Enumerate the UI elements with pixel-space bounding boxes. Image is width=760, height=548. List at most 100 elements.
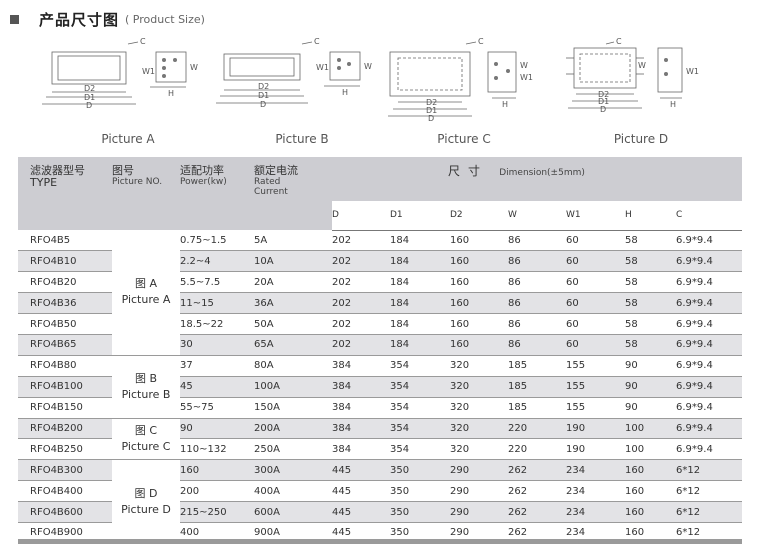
svg-text:W1: W1 bbox=[686, 67, 699, 76]
cell-model: RFO4B80 bbox=[18, 355, 112, 377]
cell-dimension: 6.9*9.4 bbox=[676, 355, 742, 377]
cell-dimension: 86 bbox=[508, 292, 566, 315]
cell-model: RFO4B600 bbox=[18, 501, 112, 523]
cell-dimension: 184 bbox=[390, 250, 450, 273]
cell-dimension: 6.9*9.4 bbox=[676, 292, 742, 315]
svg-text:W: W bbox=[364, 62, 372, 71]
cell-power: 18.5~22 bbox=[180, 313, 254, 335]
cell-dimension: 86 bbox=[508, 334, 566, 356]
cell-dimension: 184 bbox=[390, 271, 450, 294]
header-dimension: 尺寸 Dimension(±5mm) bbox=[448, 164, 585, 178]
cell-current: 150A bbox=[254, 397, 332, 419]
cell-dimension: 6.9*9.4 bbox=[676, 376, 742, 398]
col-d2: D2 bbox=[450, 201, 508, 231]
cell-power: 30 bbox=[180, 334, 254, 356]
cell-dimension: 202 bbox=[332, 292, 390, 315]
header-current: 额定电流 Rated Current bbox=[254, 164, 298, 198]
svg-text:D2: D2 bbox=[598, 90, 609, 99]
cell-dimension: 155 bbox=[566, 397, 625, 419]
svg-text:W: W bbox=[190, 63, 198, 72]
col-w1: W1 bbox=[566, 201, 625, 231]
cell-dimension: 202 bbox=[332, 313, 390, 335]
cell-dimension: 160 bbox=[450, 230, 508, 252]
cell-dimension: 86 bbox=[508, 250, 566, 273]
header-picture-no: 图号 Picture NO. bbox=[112, 164, 163, 188]
cell-dimension: 86 bbox=[508, 313, 566, 335]
cell-dimension: 6.9*9.4 bbox=[676, 230, 742, 252]
cell-power: 5.5~7.5 bbox=[180, 271, 254, 294]
cell-dimension: 160 bbox=[625, 459, 676, 482]
cell-dimension: 100 bbox=[625, 438, 676, 461]
cell-dimension: 58 bbox=[625, 230, 676, 252]
cell-dimension: 160 bbox=[450, 271, 508, 294]
svg-text:D2: D2 bbox=[84, 84, 95, 93]
cell-current: 300A bbox=[254, 459, 332, 482]
svg-text:C: C bbox=[478, 37, 484, 46]
cell-dimension: 354 bbox=[390, 397, 450, 419]
cell-current: 200A bbox=[254, 418, 332, 440]
cell-dimension: 86 bbox=[508, 230, 566, 252]
cell-current: 80A bbox=[254, 355, 332, 377]
cell-dimension: 90 bbox=[625, 376, 676, 398]
svg-text:W1: W1 bbox=[142, 67, 155, 76]
picture-a-label: Picture A bbox=[101, 132, 155, 146]
cell-dimension: 234 bbox=[566, 459, 625, 482]
cell-dimension: 290 bbox=[450, 501, 508, 523]
cell-dimension: 6.9*9.4 bbox=[676, 271, 742, 294]
cell-dimension: 445 bbox=[332, 459, 390, 482]
cell-power: 55~75 bbox=[180, 397, 254, 419]
picture-group-en: Picture A bbox=[121, 293, 171, 307]
cell-current: 20A bbox=[254, 271, 332, 294]
picture-b-label: Picture B bbox=[275, 132, 329, 146]
cell-dimension: 60 bbox=[566, 271, 625, 294]
cell-dimension: 160 bbox=[450, 334, 508, 356]
cell-dimension: 90 bbox=[625, 397, 676, 419]
cell-dimension: 6.9*9.4 bbox=[676, 334, 742, 356]
cell-model: RFO4B200 bbox=[18, 418, 112, 440]
drawing-picture-c: C W W1 H D2 D1 D bbox=[384, 34, 534, 124]
table-header-row: 滤波器型号 TYPE 图号 Picture NO. 适配功率 Power(kw)… bbox=[18, 157, 742, 201]
cell-dimension: 262 bbox=[508, 459, 566, 482]
cell-dimension: 320 bbox=[450, 418, 508, 440]
cell-dimension: 58 bbox=[625, 292, 676, 315]
svg-text:D1: D1 bbox=[426, 106, 437, 115]
cell-dimension: 220 bbox=[508, 438, 566, 461]
cell-model: RFO4B5 bbox=[18, 230, 112, 252]
picture-group-en: Picture C bbox=[121, 439, 171, 453]
cell-dimension: 202 bbox=[332, 334, 390, 356]
cell-current: 10A bbox=[254, 250, 332, 273]
cell-dimension: 60 bbox=[566, 313, 625, 335]
drawing-picture-b: C W1 W H D2 D1 D bbox=[212, 34, 372, 114]
section-subtitle: ( Product Size) bbox=[125, 13, 205, 26]
cell-model: RFO4B36 bbox=[18, 292, 112, 315]
cell-power: 160 bbox=[180, 459, 254, 482]
svg-text:H: H bbox=[342, 88, 348, 97]
cell-model: RFO4B400 bbox=[18, 480, 112, 503]
cell-dimension: 90 bbox=[625, 355, 676, 377]
cell-dimension: 155 bbox=[566, 355, 625, 377]
cell-dimension: 320 bbox=[450, 438, 508, 461]
picture-c-label: Picture C bbox=[437, 132, 491, 146]
cell-dimension: 160 bbox=[450, 313, 508, 335]
cell-dimension: 160 bbox=[625, 501, 676, 523]
svg-text:D1: D1 bbox=[84, 93, 95, 102]
cell-dimension: 384 bbox=[332, 376, 390, 398]
picture-group-en: Picture B bbox=[121, 387, 171, 401]
col-d: D bbox=[332, 201, 390, 231]
cell-current: 5A bbox=[254, 230, 332, 252]
col-h: H bbox=[625, 201, 676, 231]
cell-power: 110~132 bbox=[180, 438, 254, 461]
cell-dimension: 58 bbox=[625, 271, 676, 294]
cell-dimension: 384 bbox=[332, 397, 390, 419]
svg-text:C: C bbox=[314, 37, 320, 46]
svg-text:W: W bbox=[520, 61, 528, 70]
cell-dimension: 320 bbox=[450, 397, 508, 419]
